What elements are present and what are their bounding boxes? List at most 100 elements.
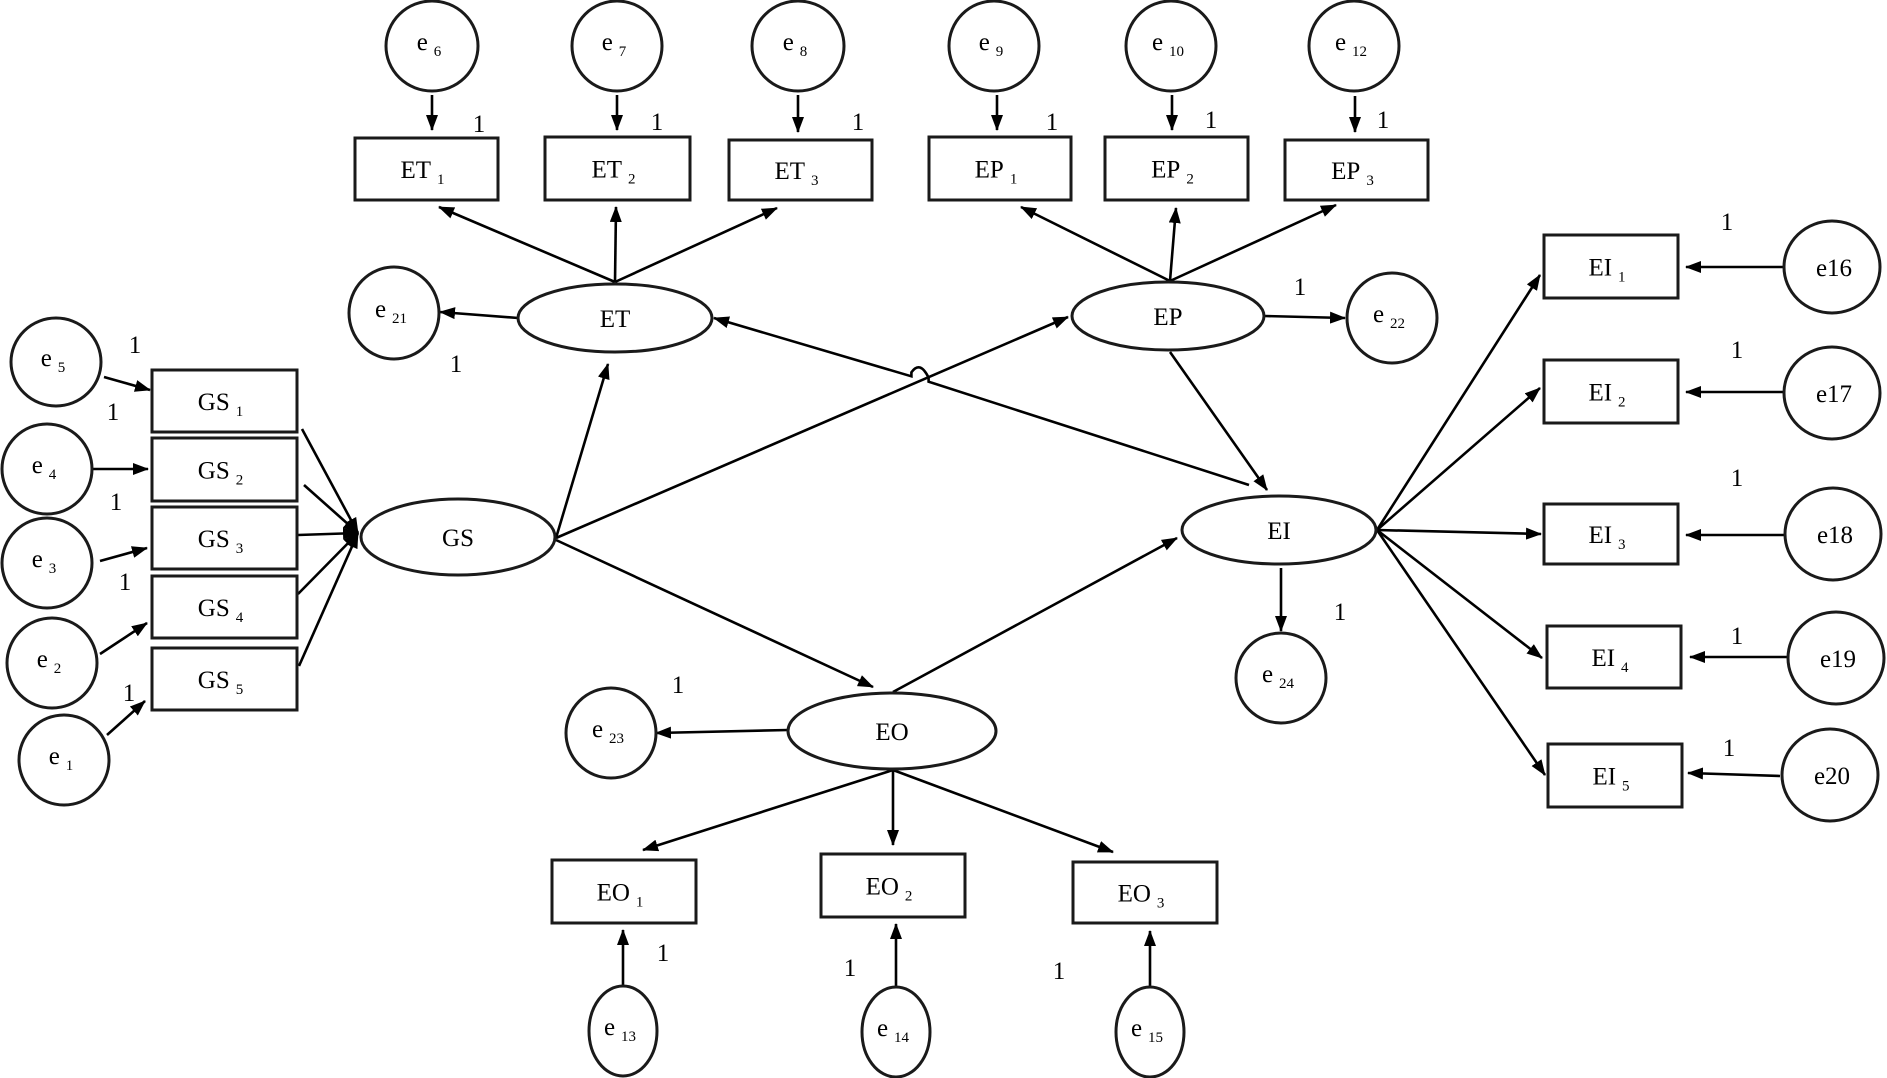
edge-et-et2 bbox=[609, 206, 622, 283]
path-coefficient-e13-eo1: 1 bbox=[657, 940, 670, 967]
edge-ei-ei2 bbox=[1376, 387, 1541, 531]
edge-ei-ei3 bbox=[1376, 527, 1542, 540]
observed-box bbox=[1071, 860, 1219, 925]
latent-eo: EO bbox=[786, 691, 998, 771]
error-circle bbox=[17, 713, 111, 807]
path-coefficient-eo-e23: 1 bbox=[672, 672, 685, 699]
edge-gs4-gs bbox=[297, 532, 359, 595]
observed-box bbox=[1546, 742, 1684, 809]
latent-label: EO bbox=[875, 719, 908, 746]
error-circle bbox=[564, 686, 658, 780]
observed-box bbox=[150, 368, 299, 434]
edge-eo-eo1 bbox=[642, 768, 894, 852]
path-coefficient-e12-ep3: 1 bbox=[1377, 107, 1390, 134]
error-e19: e19 bbox=[1786, 610, 1886, 706]
observed-box bbox=[727, 138, 874, 202]
observed-box bbox=[1545, 624, 1683, 690]
error-e18: e18 bbox=[1783, 486, 1883, 582]
observed-box bbox=[819, 852, 967, 919]
edge-e5-gs1 bbox=[103, 375, 151, 392]
latent-gs: GS bbox=[359, 497, 557, 577]
error-circle bbox=[1124, 0, 1218, 93]
error-e16: e16 bbox=[1782, 219, 1882, 315]
latent-ellipse bbox=[359, 497, 557, 577]
error-circle bbox=[5, 616, 99, 710]
observed-box bbox=[1283, 138, 1430, 202]
error-circle bbox=[1782, 219, 1882, 315]
latent-label: EI bbox=[1267, 518, 1291, 545]
path-coefficient-e9-ep1: 1 bbox=[1046, 109, 1059, 136]
path-coefficient-e5-gs1: 1 bbox=[129, 332, 142, 359]
edge-ep-ep2 bbox=[1168, 207, 1181, 282]
edge-ei-et bbox=[713, 316, 1250, 487]
error-circle bbox=[1783, 486, 1883, 582]
edge-gs-ep bbox=[555, 315, 1069, 540]
observed-box bbox=[927, 135, 1073, 202]
error-circle bbox=[347, 265, 441, 361]
edges-layer bbox=[92, 95, 1787, 986]
error-circle bbox=[860, 985, 932, 1078]
error-label: e20 bbox=[1814, 763, 1850, 790]
observed-box bbox=[150, 505, 299, 571]
path-coefficient-e16-ei1: 1 bbox=[1721, 209, 1734, 236]
observed-box bbox=[543, 135, 692, 202]
error-circle bbox=[384, 0, 480, 93]
edge-et-et1 bbox=[438, 205, 616, 284]
edge-ei-ei4 bbox=[1376, 528, 1543, 660]
edge-ei-ei1 bbox=[1375, 274, 1542, 531]
edge-eo-eo3 bbox=[892, 768, 1114, 854]
latent-et: ET bbox=[516, 282, 714, 354]
path-coefficient-e15-eo3: 1 bbox=[1053, 958, 1066, 985]
edge-gs2-gs bbox=[303, 484, 359, 534]
path-coefficient-e17-ei2: 1 bbox=[1731, 337, 1744, 364]
latent-ellipse bbox=[1070, 280, 1266, 352]
edge-eo-ei bbox=[892, 536, 1178, 694]
edge-ep-ep1 bbox=[1020, 205, 1171, 283]
edge-gs-eo bbox=[555, 538, 874, 689]
edge-eo-e23 bbox=[655, 726, 789, 739]
error-circle bbox=[750, 0, 846, 93]
error-circle bbox=[1234, 631, 1328, 725]
observed-box bbox=[150, 646, 299, 712]
latent-label: EP bbox=[1153, 304, 1182, 331]
